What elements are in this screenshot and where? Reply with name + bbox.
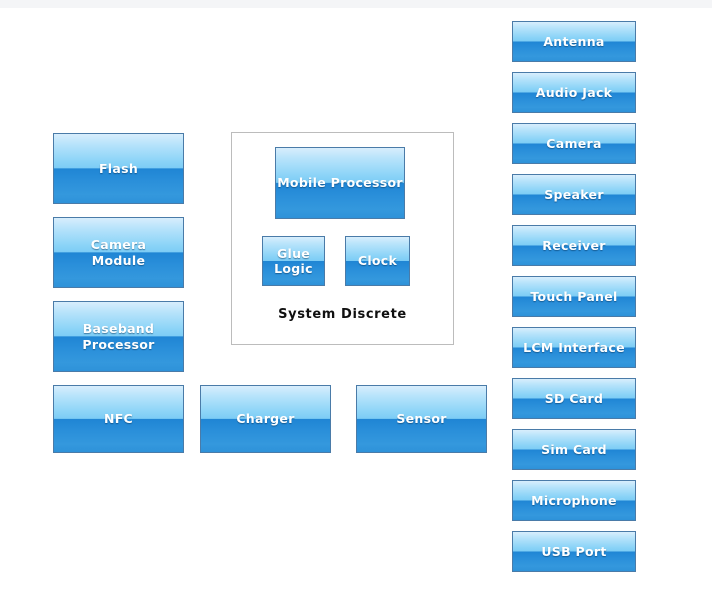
block-label: Touch Panel bbox=[530, 288, 618, 304]
block-usb-port[interactable]: USB Port bbox=[512, 531, 636, 572]
block-antenna[interactable]: Antenna bbox=[512, 21, 636, 62]
block-label: SD Card bbox=[544, 390, 604, 406]
block-sim-card[interactable]: Sim Card bbox=[512, 429, 636, 470]
block-charger[interactable]: Charger bbox=[200, 385, 331, 453]
block-audio-jack[interactable]: Audio Jack bbox=[512, 72, 636, 113]
block-label: Sensor bbox=[396, 411, 447, 427]
block-receiver[interactable]: Receiver bbox=[512, 225, 636, 266]
top-edge-strip bbox=[0, 0, 712, 8]
block-microphone[interactable]: Microphone bbox=[512, 480, 636, 521]
block-label: Sim Card bbox=[541, 441, 607, 457]
block-label: LCM Interface bbox=[523, 339, 625, 355]
system-discrete-caption: System Discrete bbox=[278, 307, 407, 322]
block-clock[interactable]: Clock bbox=[345, 236, 410, 286]
block-label: Charger bbox=[236, 411, 295, 427]
block-sensor[interactable]: Sensor bbox=[356, 385, 487, 453]
block-touch-panel[interactable]: Touch Panel bbox=[512, 276, 636, 317]
block-label: Antenna bbox=[543, 33, 605, 49]
block-label: NFC bbox=[103, 411, 134, 427]
block-label: Flash bbox=[98, 160, 139, 176]
block-sd-card[interactable]: SD Card bbox=[512, 378, 636, 419]
block-label: Microphone bbox=[531, 492, 617, 508]
block-camera[interactable]: Camera bbox=[512, 123, 636, 164]
block-label: Mobile Processor bbox=[277, 175, 403, 191]
block-nfc[interactable]: NFC bbox=[53, 385, 184, 453]
block-label: USB Port bbox=[541, 543, 607, 559]
block-label: Clock bbox=[357, 253, 398, 269]
block-lcm-interface[interactable]: LCM Interface bbox=[512, 327, 636, 368]
block-flash[interactable]: Flash bbox=[53, 133, 184, 204]
block-mobile-processor[interactable]: Mobile Processor bbox=[275, 147, 405, 219]
block-speaker[interactable]: Speaker bbox=[512, 174, 636, 215]
block-label: Audio Jack bbox=[535, 84, 613, 100]
block-label: Receiver bbox=[542, 237, 606, 253]
block-label: Camera bbox=[546, 135, 602, 151]
block-label: Speaker bbox=[544, 186, 604, 202]
